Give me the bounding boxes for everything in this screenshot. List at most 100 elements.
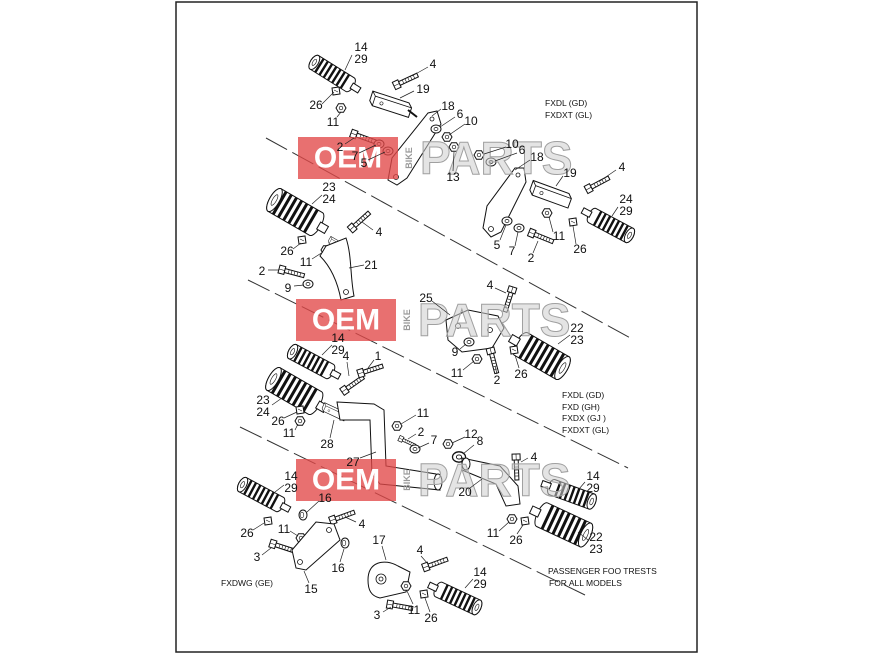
model-note: FXDX (GJ ): [562, 413, 606, 423]
footpeg-bracket: [445, 309, 505, 353]
passenger-note: FOR ALL MODELS: [549, 578, 622, 588]
nut: [442, 439, 454, 449]
part-callout: 14: [473, 565, 487, 579]
watermark-box: [298, 137, 398, 179]
retaining-clip: [419, 589, 429, 599]
part-callout: 29: [284, 481, 298, 495]
watermark-parts: PARTS: [418, 294, 571, 346]
part-callout: 11: [278, 522, 291, 536]
model-note: FXD (GH): [562, 402, 600, 412]
nut: [335, 103, 347, 113]
part-callout: 29: [619, 204, 633, 218]
part-callout: 12: [464, 427, 478, 441]
part-callout: 7: [352, 149, 359, 163]
watermark-bike: BIKE: [402, 469, 412, 491]
clevis-stud: [407, 109, 418, 118]
part-callout: 11: [408, 603, 421, 617]
watermark-box: [296, 459, 396, 501]
watermark-bike: BIKE: [402, 309, 412, 331]
section-divider: [239, 426, 586, 596]
mount-hole: [455, 323, 461, 329]
arm-boss: [461, 457, 471, 471]
leader-lines: [252, 54, 619, 613]
part-callout: 9: [285, 281, 292, 295]
retaining-clip: [297, 235, 307, 245]
part-callout: 2: [259, 264, 266, 278]
retaining-clip: [263, 516, 273, 526]
part-callout: 4: [343, 349, 350, 363]
watermark-logo: OEM BIKE PARTS: [298, 132, 573, 185]
part-callout: 13: [446, 170, 460, 184]
mount-hole: [378, 576, 384, 582]
part-callout: 24: [322, 192, 336, 206]
part-callout: 23: [570, 333, 584, 347]
part-callout: 6: [519, 143, 526, 157]
part-callout: 21: [364, 258, 378, 272]
part-callout: 26: [514, 367, 528, 381]
mount-hole: [297, 559, 303, 565]
part-callout: 4: [376, 225, 383, 239]
watermark-logo: OEM BIKE PARTS: [296, 454, 571, 507]
part-callout: 4: [359, 517, 366, 531]
part-callout: 22: [570, 321, 584, 335]
part-callout: 5: [361, 156, 368, 170]
part-callout: 2: [337, 140, 344, 154]
part-callout: 4: [531, 450, 538, 464]
model-note: FXDL (GD): [545, 98, 587, 108]
part-callout: 18: [441, 99, 455, 113]
watermark-oem: OEM: [312, 464, 380, 497]
part-callout: 26: [280, 244, 294, 258]
footpeg-support-arm: [461, 457, 521, 507]
watermark-oem: OEM: [314, 142, 382, 175]
retaining-clip: [295, 405, 305, 415]
retaining-clip: [509, 345, 519, 355]
nut: [294, 416, 306, 426]
part-callout: 3: [374, 608, 381, 622]
part-callout: 23: [589, 542, 603, 556]
part-callout: 4: [619, 160, 626, 174]
part-callout: 2: [528, 251, 535, 265]
part-callout: 26: [573, 242, 587, 256]
part-callout: 22: [589, 530, 603, 544]
nut: [541, 208, 553, 218]
part-callout: 20: [458, 485, 472, 499]
passenger-note: PASSENGER FOO TRESTS: [548, 566, 657, 576]
mount-plate: [482, 167, 527, 238]
part-callout: 19: [563, 166, 577, 180]
part-callout: 25: [419, 291, 433, 305]
watermark-parts: PARTS: [418, 454, 571, 506]
part-callout: 11: [300, 255, 313, 269]
washer: [501, 216, 513, 226]
part-callout: 26: [509, 533, 523, 547]
nut: [400, 581, 412, 591]
pivot-pin: [298, 509, 308, 521]
part-callout: 29: [354, 52, 368, 66]
part-callout: 27: [346, 455, 360, 469]
mount-hole: [326, 527, 332, 533]
part-callout: 16: [318, 491, 332, 505]
part-callout: 11: [283, 426, 296, 440]
part-callout: 19: [416, 82, 430, 96]
mount-hole: [343, 289, 349, 295]
part-callout: 26: [240, 526, 254, 540]
part-callout: 29: [586, 481, 600, 495]
part-callout: 10: [464, 114, 478, 128]
mount-hole: [488, 226, 494, 232]
part-callout: 24: [256, 405, 270, 419]
nut: [391, 421, 403, 431]
part-callout: 8: [477, 434, 484, 448]
part-callout: 11: [417, 406, 430, 420]
part-callout: 14: [284, 469, 298, 483]
nut: [471, 354, 483, 364]
part-callout: 11: [327, 115, 340, 129]
retaining-clip: [568, 217, 578, 227]
part-callout: 14: [331, 331, 345, 345]
part-callout: 17: [372, 533, 386, 547]
washer: [409, 444, 421, 454]
part-callout: 7: [509, 244, 516, 258]
part-callout: 14: [354, 40, 368, 54]
part-callout: 23: [256, 393, 270, 407]
washer: [513, 223, 525, 233]
arm-boss: [433, 473, 443, 491]
